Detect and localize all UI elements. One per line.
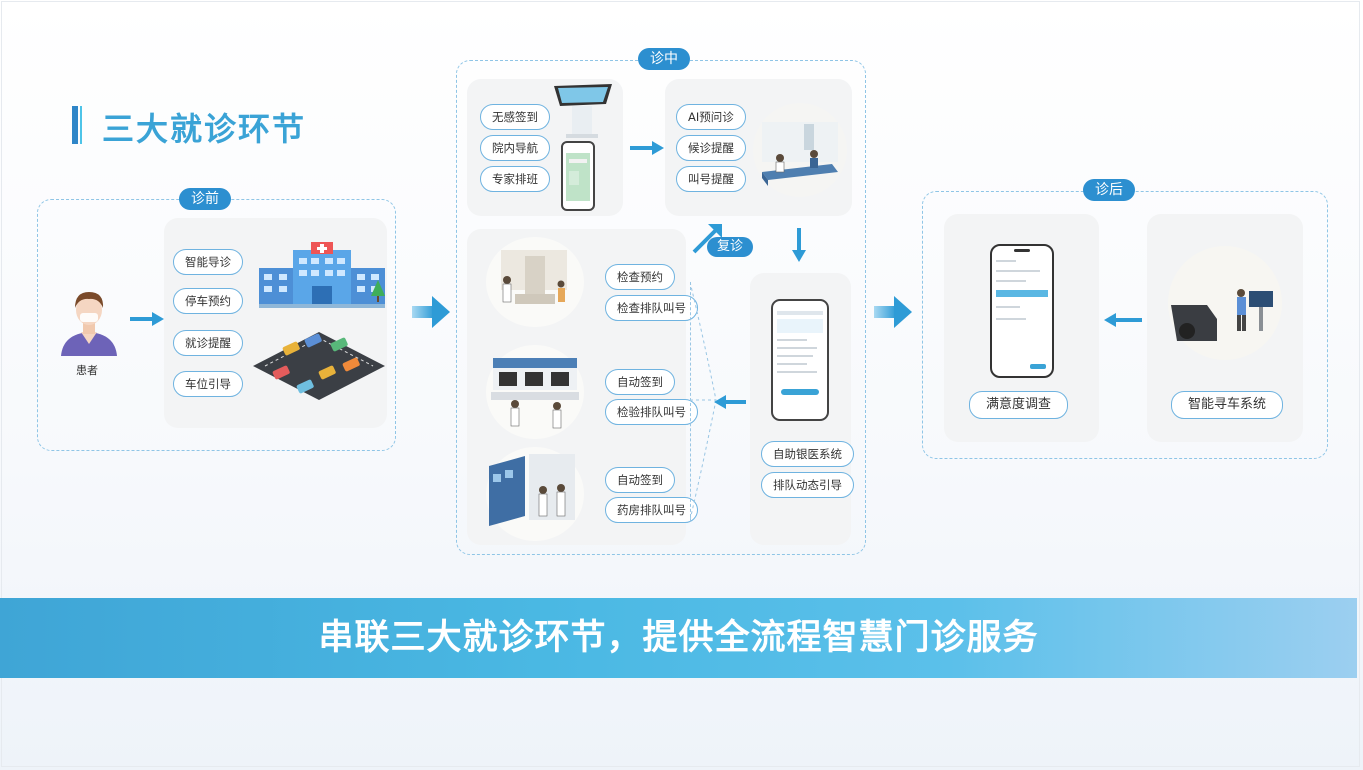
title-accent-bar-light — [80, 106, 82, 144]
revisit-tag: 复诊 — [707, 237, 754, 257]
pill-visit-reminder[interactable]: 就诊提醒 — [173, 330, 243, 356]
pill-self-service-banking[interactable]: 自助银医系统 — [761, 441, 854, 467]
pill-ai-preconsult[interactable]: AI预问诊 — [676, 104, 746, 130]
pill-call-reminder[interactable]: 叫号提醒 — [676, 166, 746, 192]
pill-parking-booking[interactable]: 停车预约 — [173, 288, 243, 314]
connector-line — [690, 282, 691, 522]
arrow-left-icon — [714, 395, 746, 409]
arrow-left-icon-2 — [1104, 313, 1142, 327]
pill-waiting-reminder[interactable]: 候诊提醒 — [676, 135, 746, 161]
parking-lot-icon — [253, 332, 385, 400]
lab-counter-illustration — [486, 345, 584, 439]
phone-survey-icon — [990, 244, 1054, 378]
pill-indoor-navigation[interactable]: 院内导航 — [480, 135, 550, 161]
big-arrow-right-icon-2 — [874, 296, 912, 328]
title-accent-bar — [72, 106, 78, 144]
phone-navigation-icon — [561, 141, 595, 211]
waiting-room-illustration — [753, 103, 847, 197]
pill-expert-schedule[interactable]: 专家排班 — [480, 166, 550, 192]
pill-satisfaction-survey[interactable]: 满意度调查 — [969, 391, 1069, 419]
stage-after-tag: 诊后 — [1083, 179, 1135, 201]
pill-pharmacy-queue[interactable]: 药房排队叫号 — [605, 497, 698, 523]
patient-label: 患者 — [76, 364, 98, 377]
revisit-arrow-icon — [692, 224, 722, 254]
big-arrow-right-icon — [412, 296, 450, 328]
pill-exam-queue[interactable]: 检查排队叫号 — [605, 295, 698, 321]
pill-smart-triage[interactable]: 智能导诊 — [173, 249, 243, 275]
converging-lines — [690, 281, 717, 521]
pill-lab-queue[interactable]: 检验排队叫号 — [605, 399, 698, 425]
car-finder-illustration — [1168, 246, 1282, 360]
tree-icon — [371, 280, 385, 302]
arrow-down-icon — [792, 228, 806, 262]
phone-self-service-icon — [771, 299, 829, 421]
pill-seamless-checkin[interactable]: 无感签到 — [480, 104, 550, 130]
exam-room-illustration — [486, 237, 584, 327]
pharmacy-illustration — [486, 447, 584, 541]
arrow-right-icon-2 — [630, 141, 664, 155]
pill-smart-car-finder[interactable]: 智能寻车系统 — [1171, 391, 1284, 419]
pill-pharmacy-auto-checkin[interactable]: 自动签到 — [605, 467, 675, 493]
pill-lab-auto-checkin[interactable]: 自动签到 — [605, 369, 675, 395]
stage-before-tag: 诊前 — [179, 188, 231, 210]
page-title: 三大就诊环节 — [102, 110, 307, 148]
kiosk-icon — [554, 84, 612, 138]
stage-during-tag: 诊中 — [638, 48, 690, 70]
pill-exam-booking[interactable]: 检查预约 — [605, 264, 675, 290]
banner-text: 串联三大就诊环节，提供全流程智慧门诊服务 — [318, 618, 1039, 658]
pill-parking-guidance[interactable]: 车位引导 — [173, 371, 243, 397]
arrow-right-icon — [130, 312, 164, 326]
summary-banner: 串联三大就诊环节，提供全流程智慧门诊服务 — [0, 598, 1357, 678]
hospital-building-icon — [259, 242, 385, 308]
patient-icon — [61, 292, 117, 356]
pill-dynamic-queue-guide[interactable]: 排队动态引导 — [761, 472, 854, 498]
